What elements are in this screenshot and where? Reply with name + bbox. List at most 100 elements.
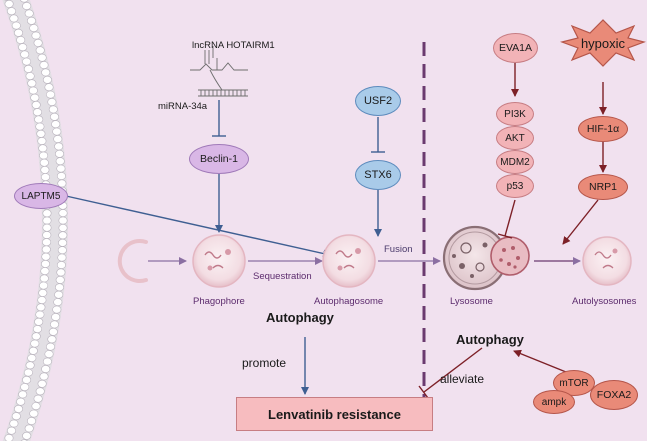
membrane-lipid-bead	[51, 313, 61, 321]
membrane-lipid-bead	[9, 419, 19, 428]
membrane-lipid-bead	[42, 231, 52, 239]
usf2-node: USF2	[355, 86, 401, 116]
membrane-lipid-bead	[58, 209, 68, 217]
membrane-lipid-bead	[58, 231, 68, 240]
membrane-lipid-bead	[47, 98, 57, 106]
pi3k-node: PI3K	[496, 102, 534, 126]
autolysosome-organelle-icon	[582, 236, 632, 286]
membrane-lipid-bead	[18, 43, 28, 52]
lenvatinib-resistance-box: Lenvatinib resistance	[236, 397, 433, 431]
p53-inhibits-fusion	[497, 199, 516, 239]
membrane-lipid-bead	[29, 24, 39, 32]
membrane-lipid-bead	[31, 101, 41, 109]
membrane-lipid-bead	[14, 28, 23, 37]
membrane-lipid-bead	[44, 83, 54, 92]
membrane-lipid-bead	[39, 158, 49, 167]
membrane-lipid-bead	[51, 120, 61, 129]
membrane-lipid-bead	[24, 9, 34, 18]
autophagosome-label: Autophagosome	[314, 296, 384, 307]
membrane-lipid-bead	[9, 14, 19, 23]
membrane-lipid-bead	[39, 61, 49, 69]
membrane-lipid-bead	[22, 431, 32, 440]
membrane-lipid-bead	[22, 375, 32, 384]
alleviate-inhibition	[418, 347, 483, 399]
membrane-lipid-bead	[35, 122, 45, 131]
membrane-lipid-bead	[56, 261, 66, 269]
membrane-lipid-bead	[49, 112, 59, 121]
membrane-lipid-bead	[20, 50, 30, 59]
membrane-lipid-bead	[35, 46, 45, 55]
membrane-lipid-bead	[26, 417, 36, 425]
membrane-lipid-bead	[16, 397, 26, 406]
phagophore-crescent-icon	[117, 239, 148, 283]
membrane-lipid-bead	[40, 259, 50, 268]
ampk-node: ampk	[533, 390, 575, 414]
membrane-lipid-bead	[7, 426, 16, 435]
membrane-lipid-bead	[30, 93, 40, 102]
membrane-lipid-bead	[39, 281, 49, 290]
nrp1-arrow	[562, 199, 599, 245]
membrane-lipid-bead	[20, 383, 30, 391]
membrane-lipid-bead	[25, 72, 35, 80]
membrane-lipid-bead	[19, 0, 29, 3]
promote-label: promote	[242, 356, 287, 370]
membrane-lipid-bead	[23, 65, 33, 73]
membrane-lipid-bead	[55, 157, 65, 166]
membrane-lipid-bead	[14, 404, 23, 413]
laptm5-node: LAPTM5	[14, 183, 68, 209]
membrane-lipid-bead	[37, 137, 47, 145]
membrane-lipid-bead	[23, 368, 33, 377]
membrane-lipid-bead	[54, 149, 64, 158]
membrane-lipid-bead	[4, 434, 14, 441]
hypoxic-star-shape	[559, 19, 647, 67]
membrane-lipid-bead	[28, 86, 38, 95]
membrane-lipid-bead	[52, 127, 62, 136]
membrane-lipid-bead	[24, 424, 34, 433]
membrane-lipid-bead	[41, 68, 51, 77]
phagophore-label: Phagophore	[193, 296, 245, 307]
membrane-lipid-bead	[53, 298, 63, 306]
akt-node: AKT	[496, 126, 534, 150]
membrane-lipid-bead	[42, 357, 52, 366]
membrane-lipid-bead	[48, 105, 58, 114]
membrane-lipid-bead	[48, 327, 58, 336]
membrane-lipid-bead	[31, 31, 41, 40]
membrane-lipid-bead	[56, 268, 66, 277]
membrane-lipid-bead	[22, 57, 32, 66]
fusion-label: Fusion	[384, 244, 413, 255]
membrane-lipid-bead	[31, 332, 41, 341]
membrane-lipid-bead	[35, 387, 45, 396]
membrane-lipid-bead	[42, 75, 52, 84]
nrp1-node: NRP1	[578, 174, 628, 200]
hypoxic-label: hypoxic	[580, 35, 626, 51]
membrane-lipid-bead	[27, 354, 37, 362]
membrane-lipid-bead	[58, 216, 68, 225]
lysosome-label: Lysosome	[450, 296, 493, 307]
membrane-lipid-bead	[40, 165, 50, 174]
membrane-lipid-bead	[22, 2, 32, 10]
membrane-lipid-bead	[53, 135, 63, 143]
membrane-lipid-bead	[18, 390, 28, 399]
membrane-lipid-bead	[56, 164, 66, 173]
membrane-lipid-bead	[57, 246, 67, 255]
membrane-lipid-bead	[54, 142, 64, 151]
membrane-lipid-bead	[58, 238, 68, 247]
membrane-lipid-bead	[39, 274, 49, 283]
membrane-lipid-bead	[41, 365, 51, 373]
lysosome-organelle-icon	[442, 225, 530, 291]
membrane-lipid-bead	[32, 325, 42, 333]
laptm5-arrow	[65, 195, 331, 258]
membrane-lipid-bead	[41, 252, 51, 261]
mdm2-node: MDM2	[496, 150, 534, 174]
membrane-lipid-bead	[44, 350, 54, 358]
membrane-band	[2, 0, 68, 441]
membrane-lipid-bead	[42, 209, 52, 218]
membrane-lipid-bead	[36, 129, 46, 138]
sequestration-label: Sequestration	[253, 271, 312, 282]
membrane-lipid-bead	[37, 53, 47, 62]
membrane-lipid-bead	[26, 16, 36, 25]
membrane-lipid-bead	[45, 342, 55, 351]
lncrna-label: lncRNA HOTAIRM1	[192, 40, 275, 51]
autolysosomes-label: Autolysosomes	[572, 296, 637, 307]
